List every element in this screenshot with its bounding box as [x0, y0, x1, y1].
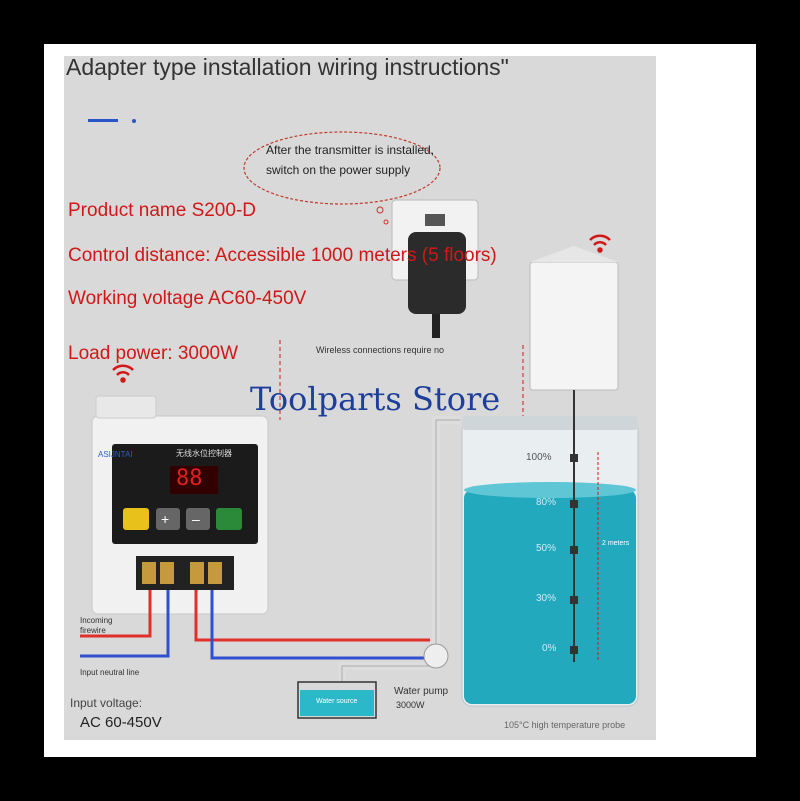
level-0: 0% — [542, 643, 557, 654]
tank-water — [464, 490, 636, 704]
svg-text:+: + — [161, 511, 169, 527]
title-underline — [88, 119, 118, 122]
power-adapter — [408, 232, 466, 314]
neutral-wire-label: Input neutral line — [80, 668, 140, 677]
wifi-icon — [589, 234, 611, 253]
bubble-text: After the transmitter is installed, swit… — [266, 143, 435, 177]
probe-label: 105°C high temperature probe — [504, 720, 626, 730]
level-80: 80% — [536, 497, 557, 508]
controller-brand: ASIJNTAI — [98, 450, 133, 459]
spec-load: Load power: 3000W — [68, 343, 239, 364]
water-pump — [423, 643, 449, 669]
level-100: 100% — [526, 452, 552, 463]
green-button — [216, 508, 242, 530]
incoming-wire-label: Incoming firewire — [80, 616, 113, 635]
pump-power: 3000W — [396, 700, 425, 710]
yellow-button — [123, 508, 149, 530]
spec-distance: Control distance: Accessible 1000 meters… — [68, 245, 497, 266]
minus-button — [186, 508, 210, 530]
plus-button — [156, 508, 180, 530]
thought-bubble — [243, 131, 441, 205]
title-dot — [132, 119, 136, 123]
spec-product: Product name S200-D — [68, 200, 256, 221]
controller-display — [170, 466, 218, 494]
live-wire — [80, 590, 152, 638]
tank-height-label: 2 meters — [602, 540, 630, 547]
water-pipe — [338, 416, 460, 682]
pump-label: Water pump — [394, 686, 449, 697]
bubble-dot — [383, 219, 389, 225]
controller-bracket — [95, 395, 157, 419]
neutral-wire — [80, 590, 170, 658]
controller-display-value: 88 — [176, 466, 203, 491]
wifi-icon — [112, 364, 134, 383]
pump-live-wire — [194, 590, 430, 642]
transmitter-roof — [530, 246, 618, 262]
svg-text:–: – — [192, 511, 200, 527]
water-source-label: Water source — [316, 698, 358, 705]
level-50: 50% — [536, 543, 557, 554]
level-30: 30% — [536, 593, 557, 604]
transmitter-box — [529, 261, 619, 391]
pump-neutral-wire — [210, 590, 430, 660]
water-source — [297, 681, 377, 719]
input-voltage-label: Input voltage: — [70, 696, 143, 710]
controller-panel-label: 无线水位控制器 — [176, 449, 232, 458]
watermark: Toolparts Store — [250, 380, 501, 418]
input-voltage-value: AC 60-450V — [80, 714, 162, 731]
spec-voltage: Working voltage AC60-450V — [68, 288, 307, 309]
page-title: Adapter type installation wiring instruc… — [66, 54, 509, 80]
adapter-cable — [432, 314, 440, 338]
socket-holes — [425, 214, 445, 226]
bubble-dot — [376, 206, 384, 214]
wireless-note: Wireless connections require no — [316, 345, 445, 355]
